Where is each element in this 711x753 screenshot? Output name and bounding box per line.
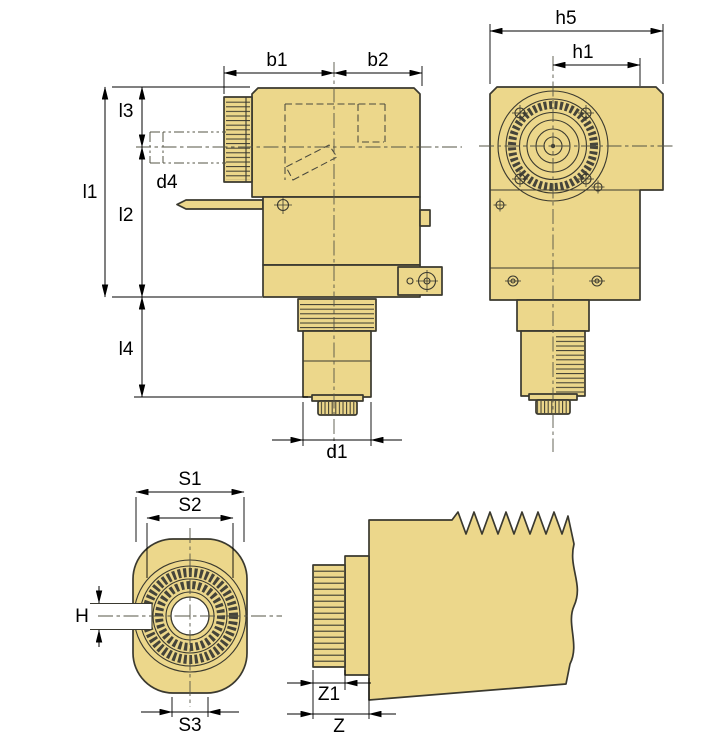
side-tab bbox=[419, 209, 431, 227]
dim-label-z1: Z1 bbox=[318, 684, 340, 705]
spline-texture bbox=[314, 567, 344, 665]
dim-label-s3: S3 bbox=[178, 715, 201, 736]
dim-left-group: l1 l3 l2 l4 bbox=[83, 86, 308, 398]
hidden-gear-lines bbox=[284, 103, 386, 181]
dim-b1: b1 bbox=[223, 50, 335, 94]
dim-label-d1: d1 bbox=[326, 442, 347, 463]
dim-label-b2: b2 bbox=[367, 50, 388, 71]
dim-label-b1: b1 bbox=[266, 50, 287, 71]
dim-label-l2: l2 bbox=[119, 205, 134, 226]
dim-s2: S2 bbox=[146, 495, 234, 578]
coolant-pipe bbox=[176, 199, 264, 210]
front-view: h5 h1 bbox=[479, 8, 674, 452]
front-thread-texture bbox=[556, 333, 584, 393]
dim-label-l3: l3 bbox=[119, 101, 134, 122]
dim-h: H bbox=[75, 586, 103, 647]
body-mid-section bbox=[262, 196, 421, 266]
dim-z: Z bbox=[287, 678, 396, 737]
dim-s1: S1 bbox=[135, 469, 245, 542]
keyway-slot bbox=[90, 602, 153, 631]
side-view: b1 b2 l1 l3 l2 l4 d4 bbox=[83, 50, 462, 463]
dim-d1: d1 bbox=[272, 402, 402, 463]
dim-label-s1: S1 bbox=[178, 469, 201, 490]
dim-b2: b2 bbox=[333, 50, 423, 86]
serrated-shank-body bbox=[368, 511, 579, 701]
knob-knurl-texture bbox=[319, 402, 356, 414]
dim-label-h5: h5 bbox=[555, 8, 576, 29]
dim-label-d4: d4 bbox=[156, 172, 178, 193]
coupling-bolts bbox=[512, 105, 594, 187]
dim-s3: S3 bbox=[141, 697, 239, 736]
thread-texture bbox=[300, 301, 374, 330]
gearbox-housing bbox=[251, 87, 421, 198]
shank-detail-view: Z1 Z bbox=[287, 511, 579, 737]
dim-h1: h1 bbox=[552, 42, 641, 86]
phantom-tool-shank bbox=[149, 131, 226, 164]
dim-z1: Z1 bbox=[287, 670, 371, 719]
dim-label-z: Z bbox=[333, 716, 345, 737]
spline-collar bbox=[344, 555, 370, 676]
face-screw bbox=[274, 196, 292, 214]
knob-flange bbox=[311, 394, 364, 402]
dim-label-l4: l4 bbox=[119, 339, 134, 360]
shaft-cylinder bbox=[302, 330, 372, 398]
housing-pins bbox=[493, 180, 605, 212]
base-flange bbox=[262, 264, 421, 298]
dim-label-l1: l1 bbox=[83, 182, 98, 203]
flange-screws bbox=[505, 275, 605, 287]
dim-h5: h5 bbox=[489, 8, 664, 84]
clamp-screw bbox=[406, 270, 438, 292]
dim-label-s2: S2 bbox=[178, 495, 201, 516]
dim-label-h: H bbox=[75, 606, 89, 627]
spindle-face-view: S1 S2 S3 H bbox=[75, 469, 282, 736]
dim-label-h1: h1 bbox=[572, 42, 593, 63]
